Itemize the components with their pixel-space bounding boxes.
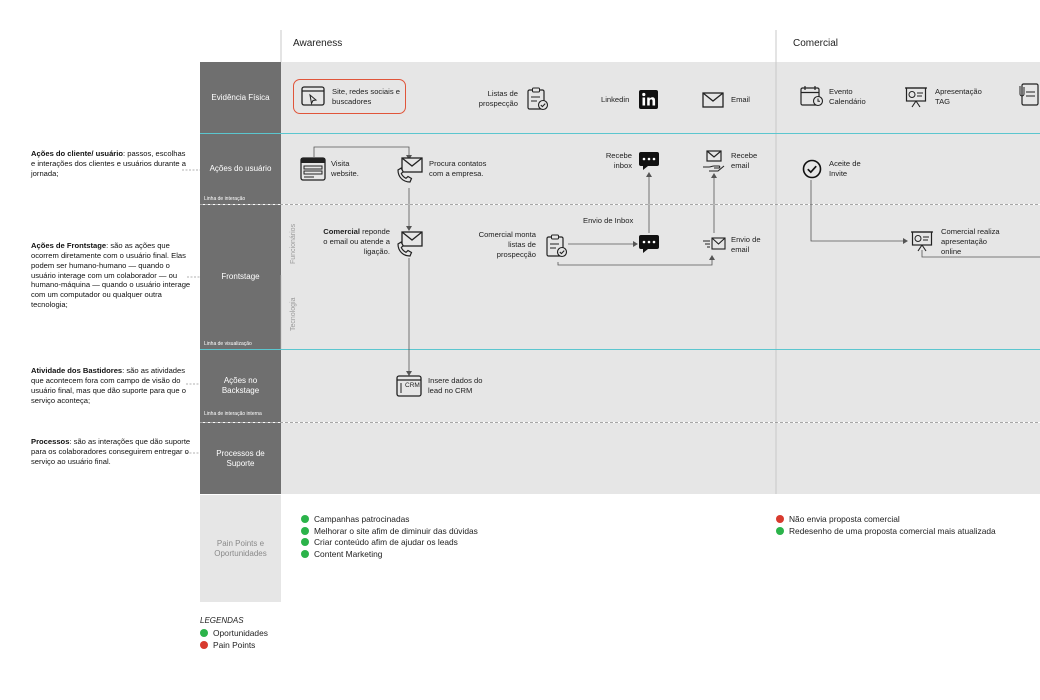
column-header-comercial: Comercial: [793, 38, 839, 49]
sublane-tecnologia: Tecnologia: [290, 297, 297, 331]
evidencia-email-label: Email: [731, 95, 750, 104]
chat-icon: [639, 152, 659, 170]
usuario-procura-label: Procura contatos com a empresa.: [429, 159, 487, 178]
legend-opportunity: Oportunidades: [200, 628, 268, 638]
row-label-suporte: Processos de Suporte: [200, 423, 281, 494]
backstage-crm-label: Insere dados do lead no CRM: [428, 376, 483, 395]
front-envio-email-label: Envio de email: [731, 235, 761, 254]
band-backstage: [281, 350, 1040, 422]
clipboard-check-icon: [546, 234, 568, 258]
row-label-acoes-usuario: Ações do usuário: [200, 134, 281, 204]
pain-point-item: Content Marketing: [301, 549, 478, 561]
line-label-interacao: Linha de interação: [204, 196, 246, 202]
phone-email-icon: [397, 157, 423, 183]
description-cliente: Ações do cliente/ usuário: passos, escol…: [31, 149, 186, 178]
description-frontstage: Ações de Frontstage: são as ações que oc…: [31, 241, 191, 310]
pain-point-item: Criar conteúdo afim de ajudar os leads: [301, 537, 478, 549]
evidencia-site-label: Site, redes sociais e buscadores: [332, 87, 400, 106]
browser-icon: [301, 86, 325, 106]
pain-point-item: Campanhas patrocinadas: [301, 514, 478, 526]
description-bastidores: Atividade dos Bastidores: são as ativida…: [31, 366, 186, 405]
red-dot-icon: [200, 641, 208, 649]
line-label-interacao-interna: Linha de interação interna: [204, 411, 262, 417]
clipboard-check-icon: [527, 87, 549, 111]
usuario-visita-label: Visita website.: [331, 159, 359, 178]
highlight-box-site: [293, 79, 406, 114]
check-circle-icon: [802, 159, 822, 179]
usuario-aceite-label: Aceite de Invite: [829, 159, 861, 178]
evidencia-listas-label: Listas de prospecção: [478, 89, 518, 108]
band-frontstage: [281, 205, 1040, 349]
evidencia-linkedin-label: Linkedin: [601, 95, 630, 104]
line-label-visualizacao: Linha de visualização: [204, 341, 252, 347]
usuario-recebe-email-label: Recebe email: [731, 151, 758, 170]
sublane-funcionarios: Funcionários: [290, 223, 297, 264]
green-dot-icon: [301, 549, 309, 558]
calendar-icon: [800, 86, 824, 107]
green-dot-icon: [301, 526, 309, 535]
website-icon: [300, 157, 326, 181]
pain-point-item: Não envia proposta comercial: [776, 514, 996, 526]
pain-point-item: Melhorar o site afim de diminuir das dúv…: [301, 526, 478, 538]
linkedin-icon: [639, 90, 658, 109]
phone-email-icon: [397, 231, 423, 257]
front-monta-label: Comercial monta listas de prospecção: [478, 230, 536, 259]
chat-icon: [639, 235, 659, 253]
evidencia-evento-label: Evento Calendário: [829, 87, 866, 106]
green-dot-icon: [776, 526, 784, 535]
front-envio-inbox-label: Envio de Inbox: [583, 216, 634, 225]
crm-tag: CRM: [405, 382, 420, 389]
row-label-pain-points: Pain Points e Oportunidades: [200, 495, 281, 602]
row-label-evidencia: Evidência Física: [200, 62, 281, 133]
send-email-icon: [703, 237, 726, 250]
green-dot-icon: [301, 538, 309, 547]
email-hand-icon: [703, 150, 725, 172]
front-realiza-label: Comercial realiza apresentação online: [941, 227, 1000, 256]
pain-point-item: Redesenho de uma proposta comercial mais…: [776, 526, 996, 538]
crm-icon: [396, 375, 422, 397]
legend-title: LEGENDAS: [200, 616, 244, 625]
legend-pain: Pain Points: [200, 640, 255, 650]
usuario-recebe-inbox-label: Recebe inbox: [605, 151, 632, 170]
band-suporte: [281, 423, 1040, 494]
green-dot-icon: [301, 515, 309, 523]
row-label-frontstage: Frontstage: [200, 205, 281, 349]
email-icon: [702, 92, 724, 108]
document-clip-icon: [1019, 83, 1039, 106]
description-processos: Processos: são as interações que dão sup…: [31, 437, 191, 466]
presentation-icon: [905, 87, 927, 108]
front-comercial-label: Comercial reponde o email ou atende a li…: [323, 227, 390, 256]
evidencia-apresentacao-label: Apresentação TAG: [935, 87, 982, 106]
row-label-backstage: Ações no Backstage: [200, 350, 281, 422]
presentation-icon: [911, 231, 933, 252]
green-dot-icon: [200, 629, 208, 637]
column-header-awareness: Awareness: [293, 38, 343, 49]
red-dot-icon: [776, 515, 784, 523]
